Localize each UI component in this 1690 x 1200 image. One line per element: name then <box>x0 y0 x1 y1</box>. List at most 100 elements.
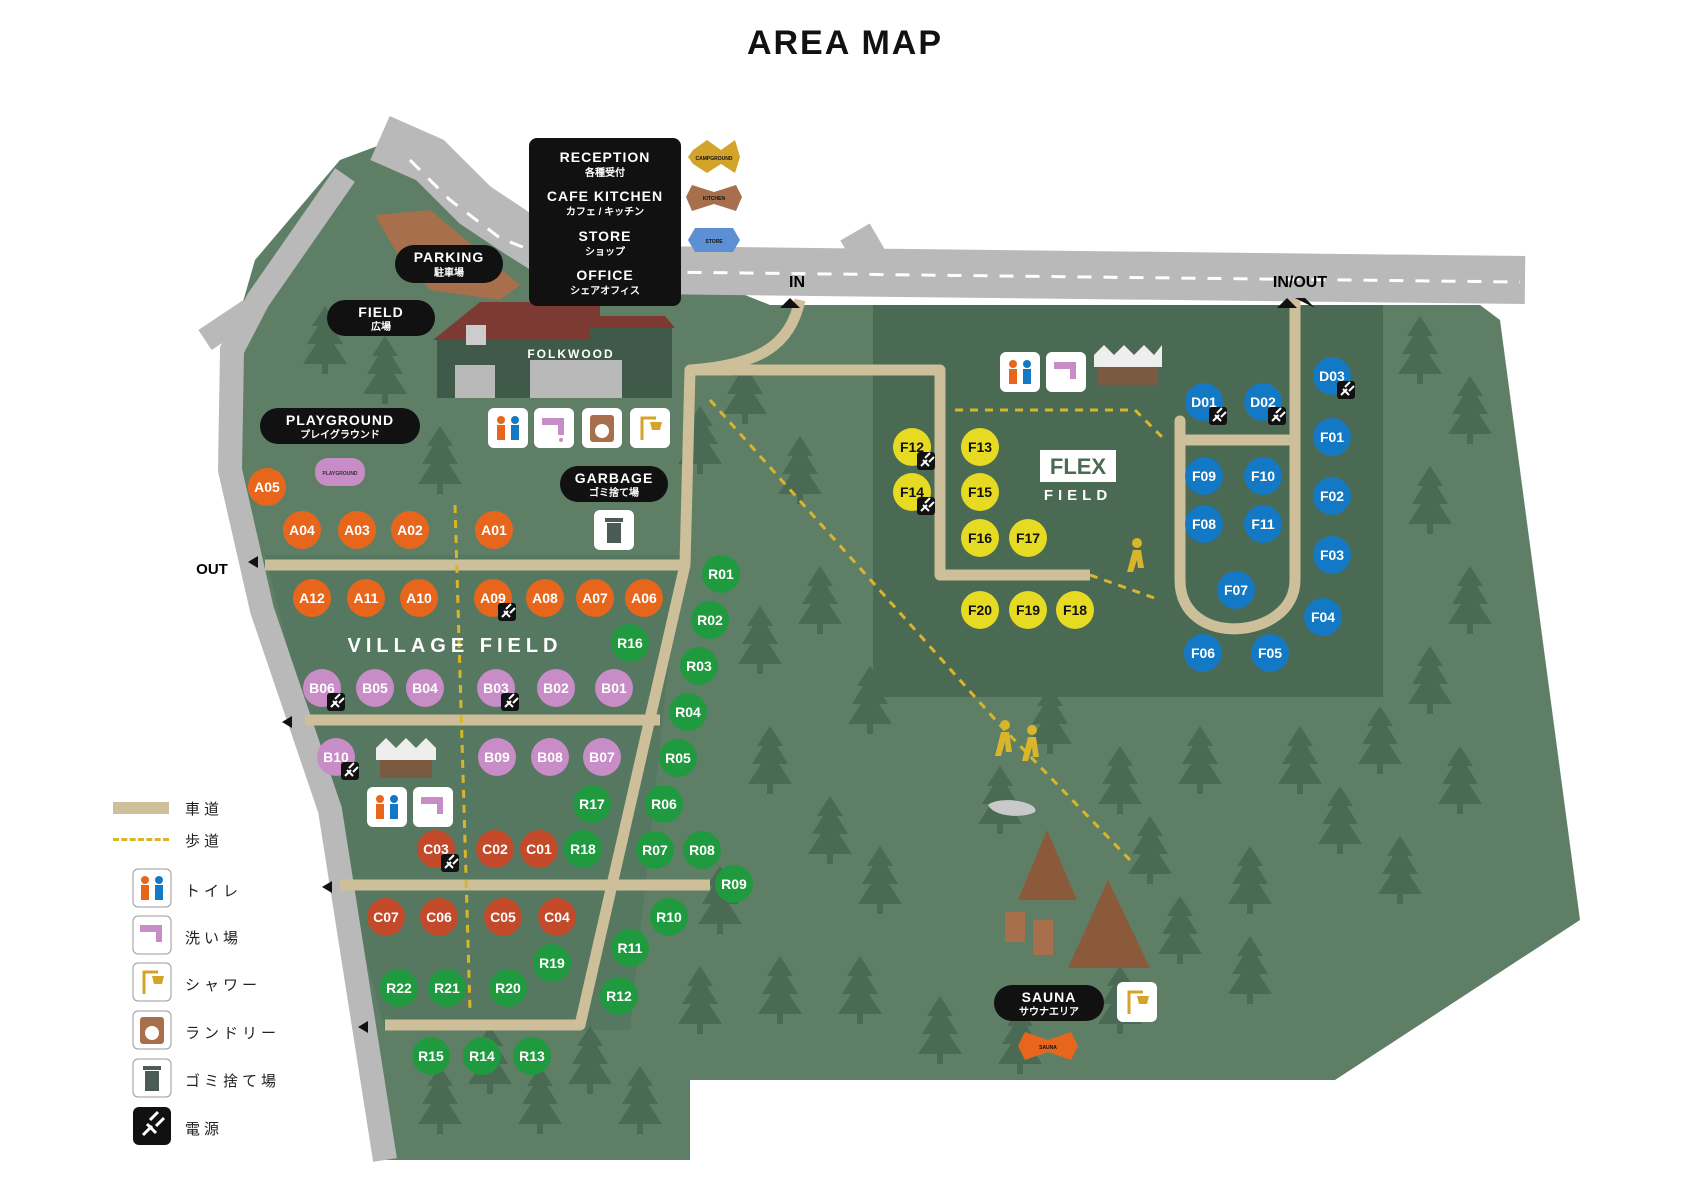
campsite-r20[interactable]: R20 <box>489 969 527 1007</box>
campsite-a09[interactable]: A09 <box>474 579 517 622</box>
campsite-marker[interactable] <box>338 511 376 549</box>
campsite-marker[interactable] <box>715 865 753 903</box>
campsite-d02[interactable]: D02 <box>1244 383 1287 426</box>
campsite-r16[interactable]: R16 <box>611 624 649 662</box>
campsite-marker[interactable] <box>1185 505 1223 543</box>
campsite-r12[interactable]: R12 <box>600 977 638 1015</box>
campsite-a03[interactable]: A03 <box>338 511 376 549</box>
campsite-d01[interactable]: D01 <box>1185 383 1228 426</box>
campsite-r17[interactable]: R17 <box>573 785 611 823</box>
campsite-marker[interactable] <box>1244 505 1282 543</box>
campsite-f11[interactable]: F11 <box>1244 505 1282 543</box>
campsite-f20[interactable]: F20 <box>961 591 999 629</box>
campsite-marker[interactable] <box>691 601 729 639</box>
campsite-marker[interactable] <box>489 969 527 1007</box>
campsite-r08[interactable]: R08 <box>683 831 721 869</box>
campsite-f02[interactable]: F02 <box>1313 477 1351 515</box>
campsite-marker[interactable] <box>283 511 321 549</box>
campsite-marker[interactable] <box>564 830 602 868</box>
campsite-marker[interactable] <box>1009 591 1047 629</box>
campsite-c03[interactable]: C03 <box>417 830 460 873</box>
campsite-b03[interactable]: B03 <box>477 669 520 712</box>
campsite-f04[interactable]: F04 <box>1304 598 1342 636</box>
campsite-r11[interactable]: R11 <box>611 929 649 967</box>
campsite-marker[interactable] <box>526 579 564 617</box>
campsite-b05[interactable]: B05 <box>356 669 394 707</box>
campsite-marker[interactable] <box>595 669 633 707</box>
campsite-marker[interactable] <box>533 944 571 982</box>
campsite-r09[interactable]: R09 <box>715 865 753 903</box>
campsite-f18[interactable]: F18 <box>1056 591 1094 629</box>
campsite-f08[interactable]: F08 <box>1185 505 1223 543</box>
campsite-marker[interactable] <box>680 647 718 685</box>
campsite-a01[interactable]: A01 <box>475 511 513 549</box>
campsite-marker[interactable] <box>391 511 429 549</box>
campsite-marker[interactable] <box>625 579 663 617</box>
campsite-marker[interactable] <box>1184 634 1222 672</box>
campsite-marker[interactable] <box>380 969 418 1007</box>
campsite-marker[interactable] <box>1244 457 1282 495</box>
campsite-marker[interactable] <box>1185 457 1223 495</box>
campsite-marker[interactable] <box>537 669 575 707</box>
campsite-marker[interactable] <box>400 579 438 617</box>
campsite-marker[interactable] <box>636 831 674 869</box>
campsite-r13[interactable]: R13 <box>513 1037 551 1075</box>
campsite-marker[interactable] <box>520 830 558 868</box>
campsite-a06[interactable]: A06 <box>625 579 663 617</box>
campsite-marker[interactable] <box>406 669 444 707</box>
campsite-r19[interactable]: R19 <box>533 944 571 982</box>
campsite-a12[interactable]: A12 <box>293 579 331 617</box>
campsite-marker[interactable] <box>650 898 688 936</box>
campsite-f10[interactable]: F10 <box>1244 457 1282 495</box>
campsite-marker[interactable] <box>513 1037 551 1075</box>
campsite-c06[interactable]: C06 <box>420 898 458 936</box>
campsite-marker[interactable] <box>600 977 638 1015</box>
campsite-c02[interactable]: C02 <box>476 830 514 868</box>
campsite-f05[interactable]: F05 <box>1251 634 1289 672</box>
campsite-a02[interactable]: A02 <box>391 511 429 549</box>
campsite-f19[interactable]: F19 <box>1009 591 1047 629</box>
campsite-marker[interactable] <box>645 785 683 823</box>
campsite-marker[interactable] <box>531 738 569 776</box>
campsite-b10[interactable]: B10 <box>317 738 360 781</box>
campsite-marker[interactable] <box>961 473 999 511</box>
campsite-c05[interactable]: C05 <box>484 898 522 936</box>
campsite-r14[interactable]: R14 <box>463 1037 501 1075</box>
campsite-marker[interactable] <box>476 830 514 868</box>
campsite-r10[interactable]: R10 <box>650 898 688 936</box>
campsite-c07[interactable]: C07 <box>367 898 405 936</box>
campsite-marker[interactable] <box>367 898 405 936</box>
campsite-r04[interactable]: R04 <box>669 693 707 731</box>
campsite-b02[interactable]: B02 <box>537 669 575 707</box>
campsite-marker[interactable] <box>961 591 999 629</box>
campsite-marker[interactable] <box>659 739 697 777</box>
campsite-f14[interactable]: F14 <box>893 473 936 516</box>
campsite-marker[interactable] <box>475 511 513 549</box>
campsite-f13[interactable]: F13 <box>961 428 999 466</box>
campsite-marker[interactable] <box>347 579 385 617</box>
campsite-marker[interactable] <box>428 969 466 1007</box>
campsite-r22[interactable]: R22 <box>380 969 418 1007</box>
campsite-r05[interactable]: R05 <box>659 739 697 777</box>
campsite-b01[interactable]: B01 <box>595 669 633 707</box>
campsite-marker[interactable] <box>1009 519 1047 557</box>
campsite-marker[interactable] <box>961 428 999 466</box>
campsite-r07[interactable]: R07 <box>636 831 674 869</box>
campsite-f03[interactable]: F03 <box>1313 536 1351 574</box>
campsite-marker[interactable] <box>961 519 999 557</box>
campsite-marker[interactable] <box>683 831 721 869</box>
campsite-a07[interactable]: A07 <box>576 579 614 617</box>
campsite-marker[interactable] <box>611 929 649 967</box>
campsite-marker[interactable] <box>573 785 611 823</box>
campsite-b08[interactable]: B08 <box>531 738 569 776</box>
campsite-r01[interactable]: R01 <box>702 555 740 593</box>
campsite-d03[interactable]: D03 <box>1313 357 1356 400</box>
campsite-b04[interactable]: B04 <box>406 669 444 707</box>
campsite-marker[interactable] <box>1313 536 1351 574</box>
campsite-r18[interactable]: R18 <box>564 830 602 868</box>
campsite-marker[interactable] <box>484 898 522 936</box>
campsite-marker[interactable] <box>1304 598 1342 636</box>
campsite-marker[interactable] <box>1056 591 1094 629</box>
campsite-r15[interactable]: R15 <box>412 1037 450 1075</box>
campsite-r21[interactable]: R21 <box>428 969 466 1007</box>
